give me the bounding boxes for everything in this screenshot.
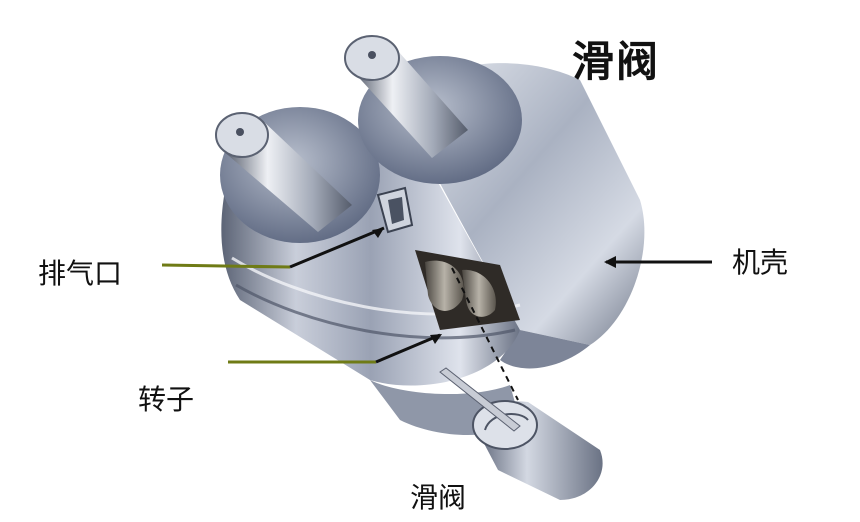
shaft-right [344, 35, 468, 158]
shaft-left [215, 112, 352, 232]
label-exhaust-port: 排气口 [38, 257, 123, 290]
leader-exhaust [161, 226, 385, 269]
leader-casing [604, 256, 712, 268]
label-casing: 机壳 [732, 246, 789, 279]
diagram-title: 滑阀 [572, 37, 661, 86]
slide-valve-guide-line [451, 267, 519, 401]
exhaust-port-notch [376, 186, 414, 234]
leader-rotor [228, 333, 442, 364]
slide-valve-part [439, 367, 603, 500]
label-slide-valve: 滑阀 [410, 481, 467, 514]
label-rotor: 转子 [138, 383, 195, 416]
